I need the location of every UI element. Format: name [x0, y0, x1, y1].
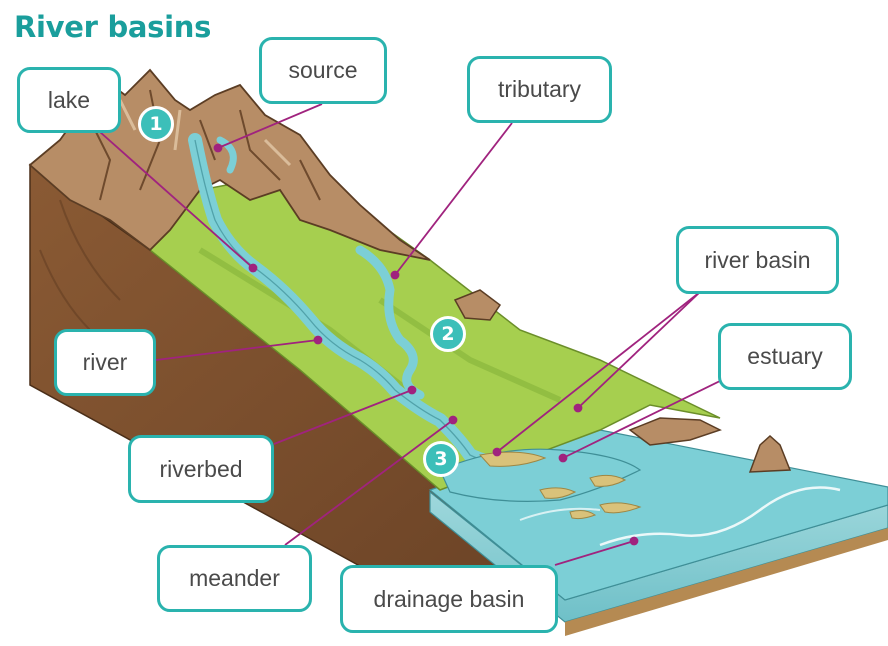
page-title: River basins [14, 10, 212, 44]
sea-stack [748, 434, 792, 473]
stage-1-badge: 1 [138, 106, 174, 142]
stage-2-badge: 2 [430, 316, 466, 352]
label-tributary: tributary [467, 56, 612, 123]
stage-3-badge: 3 [423, 441, 459, 477]
leader-drainage-basin [554, 540, 635, 566]
leader-estuary [562, 379, 723, 459]
leader-river-basin-b [496, 291, 701, 453]
label-river: river [54, 329, 156, 396]
label-drainage-basin: drainage basin [340, 565, 558, 633]
leader-riverbed [273, 389, 413, 445]
label-estuary: estuary [718, 323, 852, 390]
upper-stream [216, 136, 237, 174]
label-river-basin: river basin [676, 226, 839, 294]
leader-river-basin-a [577, 291, 701, 409]
label-riverbed: riverbed [128, 435, 274, 503]
tributary-stream [355, 245, 425, 400]
leader-river [155, 339, 319, 361]
label-source: source [259, 37, 387, 104]
leader-tributary [394, 122, 513, 276]
leader-lake [99, 131, 254, 269]
leader-source [217, 103, 323, 149]
leader-meander [284, 419, 454, 546]
label-meander: meander [157, 545, 312, 612]
label-lake: lake [17, 67, 121, 133]
